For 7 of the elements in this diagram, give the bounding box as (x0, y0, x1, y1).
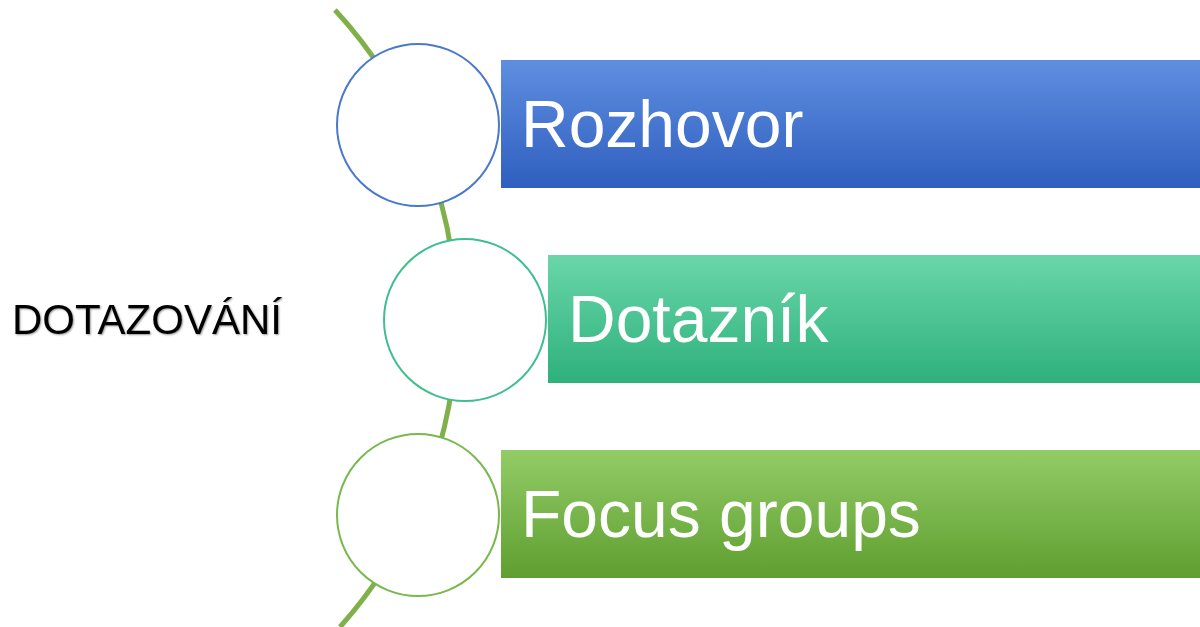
bar-label: Dotazník (568, 281, 829, 357)
topic-label: DOTAZOVÁNÍ (12, 296, 282, 344)
bar-label: Rozhovor (521, 86, 804, 162)
banner-bar (501, 450, 1200, 578)
banner-bar (548, 255, 1200, 383)
bar-label: Focus groups (521, 476, 921, 552)
banner-bar (501, 60, 1200, 188)
